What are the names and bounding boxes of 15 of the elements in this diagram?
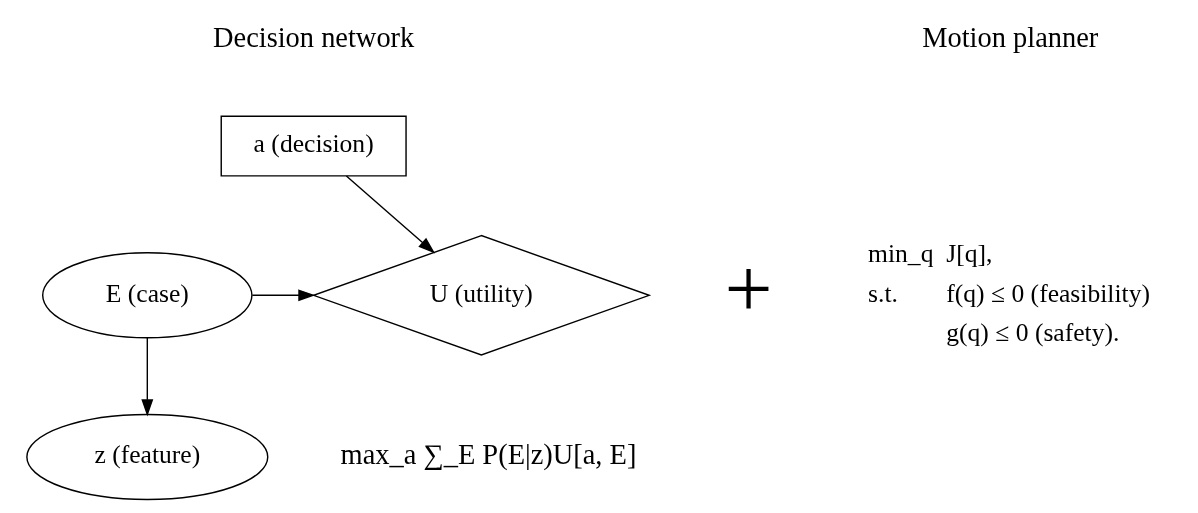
label: + (724, 240, 773, 335)
arrow (140, 336, 153, 417)
node-ellipse: z (feature) (25, 413, 268, 501)
node-ellipse: E (case) (41, 252, 253, 339)
label: f(q) ≤ 0 (feasibility) (945, 278, 1150, 308)
label: min_q (867, 238, 933, 268)
arrow (345, 175, 435, 254)
label: Decision network (212, 21, 414, 53)
label: Motion planner (921, 21, 1098, 53)
arrow (251, 289, 315, 302)
label: g(q) ≤ 0 (safety). (945, 318, 1119, 348)
label: max_a ∑_E P(E|z)U[a, E] (340, 439, 636, 471)
label: s.t. (867, 278, 898, 308)
label: J[q], (945, 238, 992, 268)
node-box: a (decision) (220, 115, 407, 177)
